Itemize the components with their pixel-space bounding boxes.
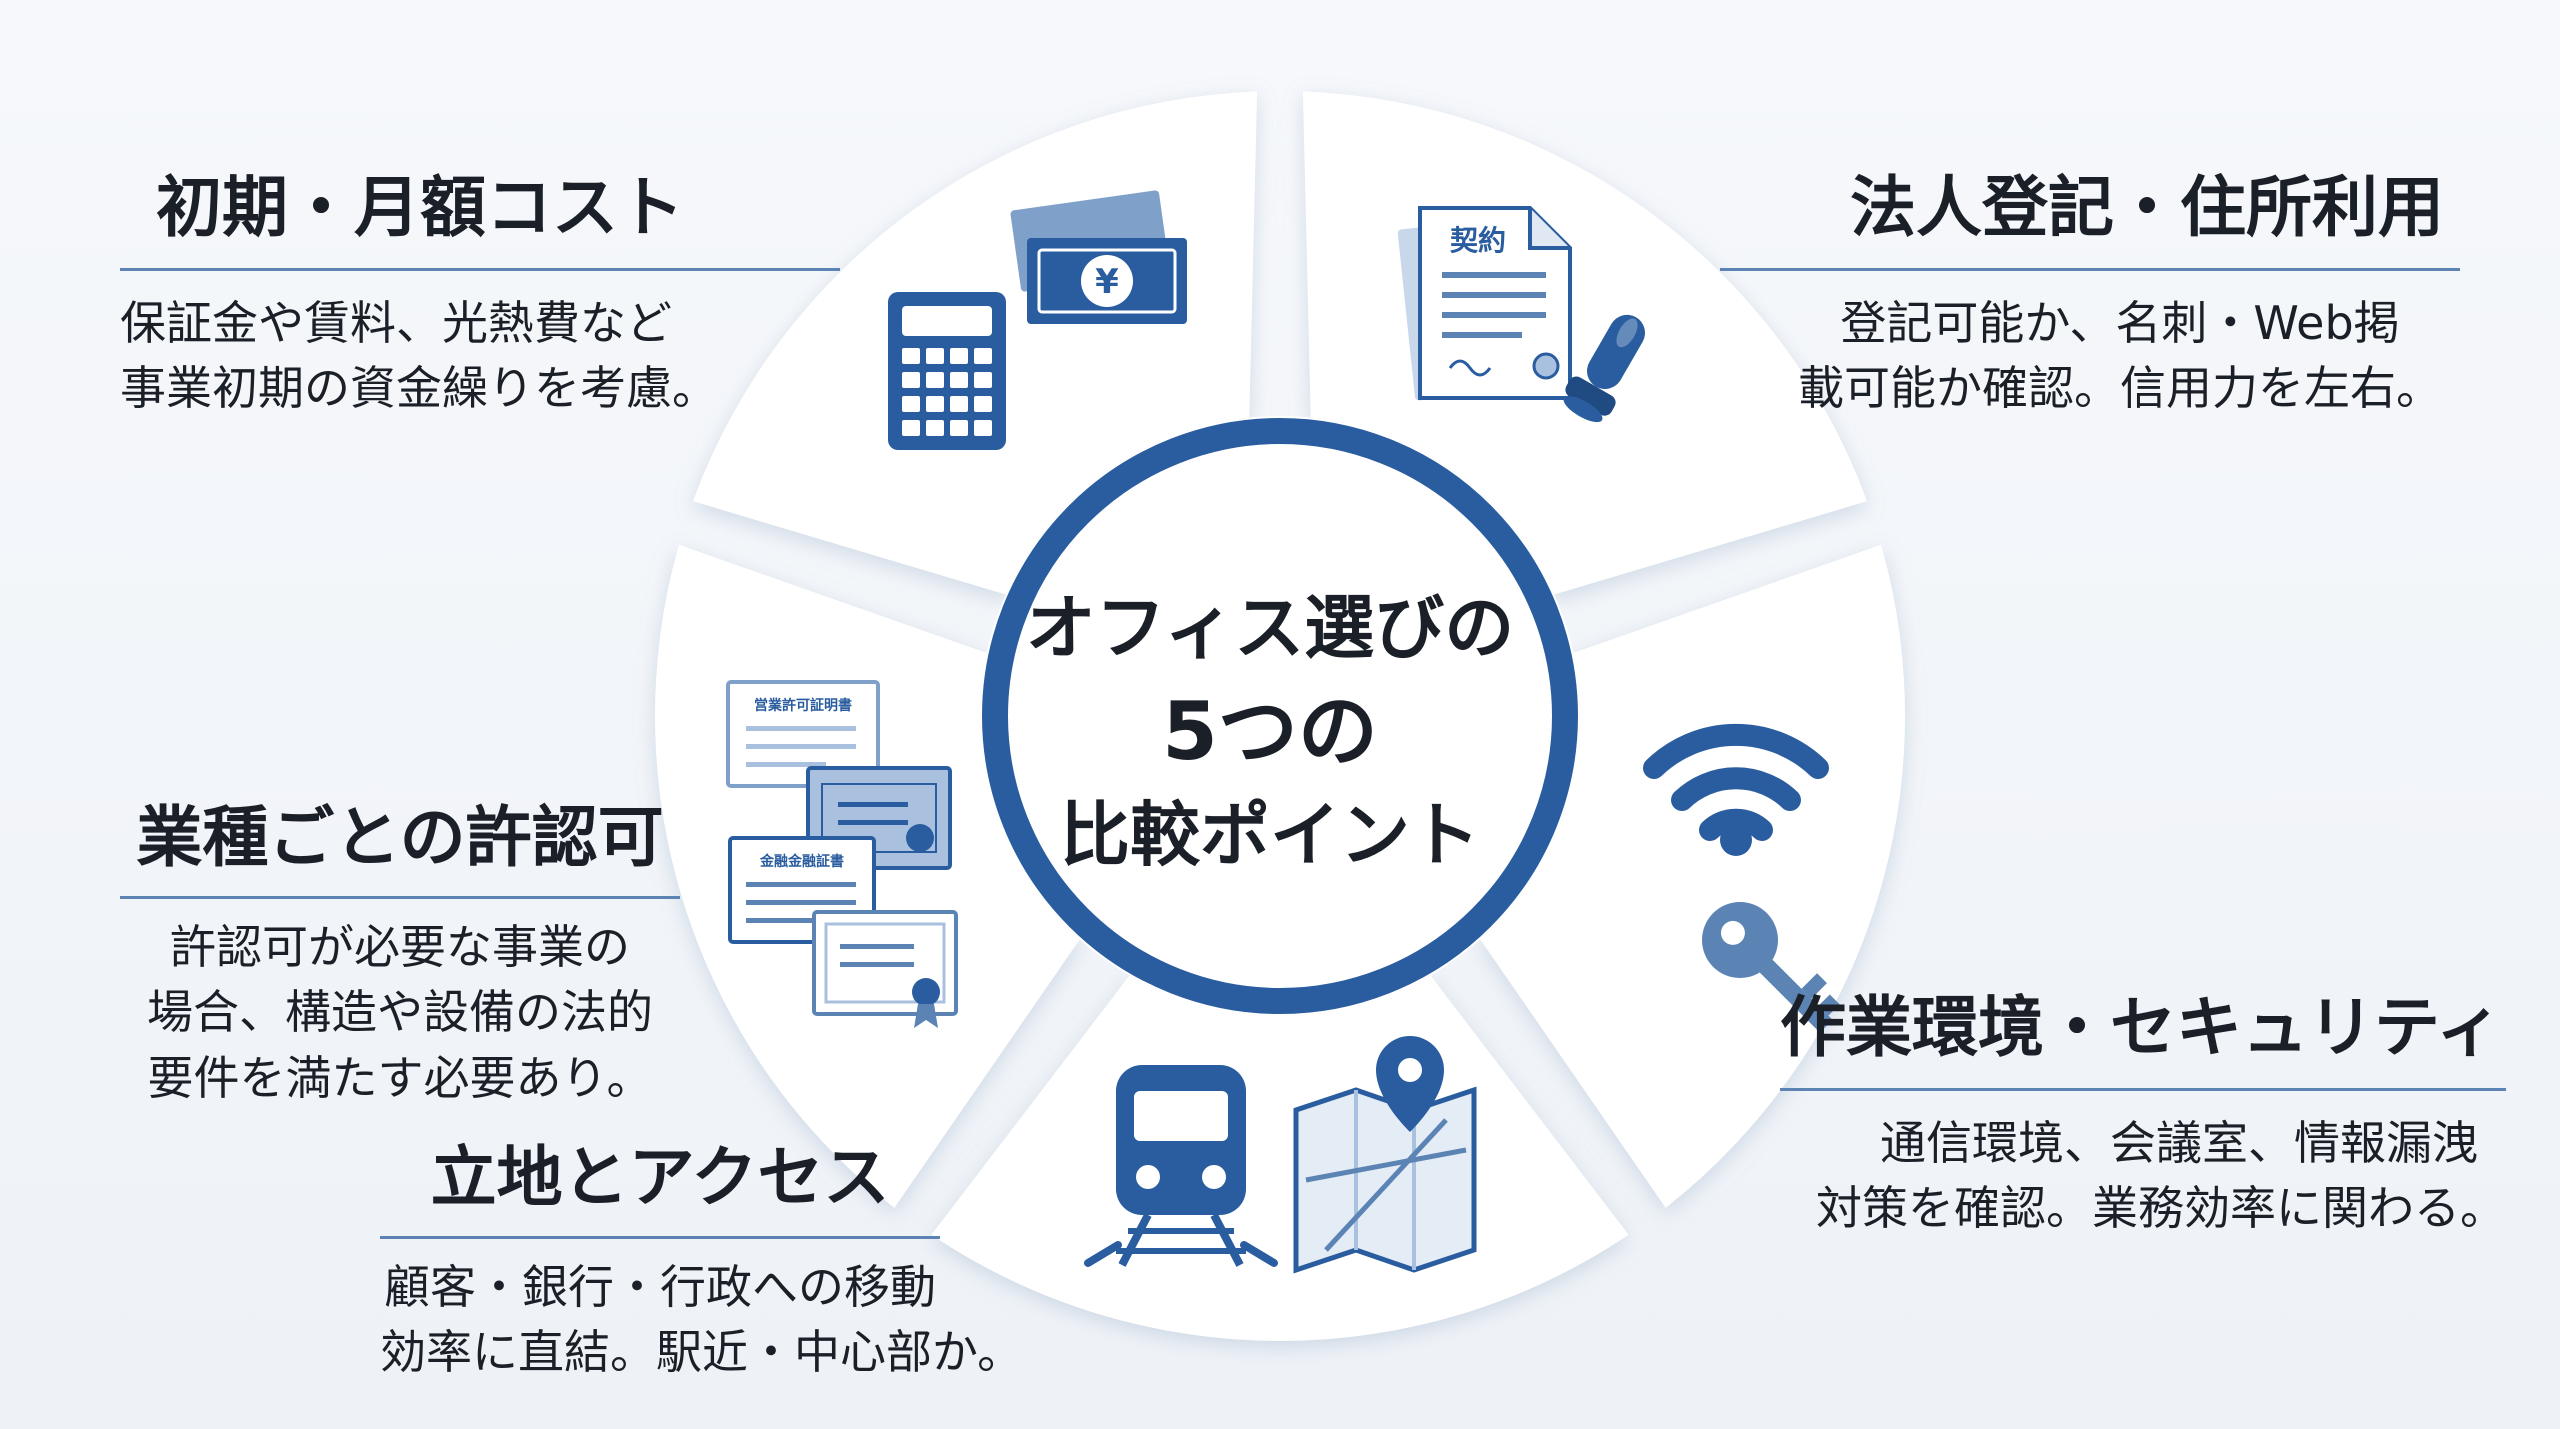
point-title: 作業環境・セキュリティ xyxy=(1780,989,2503,1066)
point-permits: 業種ごとの許認可 許認可が必要な事業の 場合、構造や設備の法的 要件を満たす必要… xyxy=(120,800,680,1111)
center-title: オフィス選びの 5つの 比較ポイント xyxy=(980,580,1560,884)
divider xyxy=(120,267,840,271)
point-desc-line: 事業初期の資金繰りを考慮。 xyxy=(120,361,718,416)
point-title: 法人登記・住所利用 xyxy=(1850,169,2444,246)
divider xyxy=(120,895,680,899)
point-registration: 法人登記・住所利用 登記可能か、名刺・Web掲 載可能か確認。信用力を左右。 xyxy=(1720,170,2460,422)
certificates-icon: 営業許可証明書 金融金融証書 xyxy=(726,680,958,1028)
segment-location xyxy=(931,975,1629,1341)
point-desc-line: 要件を満たす必要あり。 xyxy=(147,1050,653,1105)
point-desc-line: 顧客・銀行・行政への移動 xyxy=(384,1259,936,1314)
key-icon xyxy=(1702,902,1840,1033)
point-initial-cost: 初期・月額コスト 保証金や賃料、光熱費など 事業初期の資金繰りを考慮。 xyxy=(120,169,840,422)
contract-icon: 契約 xyxy=(1397,206,1572,401)
yen-symbol: ¥ xyxy=(1095,262,1119,302)
svg-text:営業許可証明書: 営業許可証明書 xyxy=(754,697,852,714)
point-title: 初期・月額コスト xyxy=(156,169,684,246)
divider xyxy=(1780,1087,2506,1091)
point-description: 顧客・銀行・行政への移動 効率に直結。駅近・中心部か。 xyxy=(380,1255,1024,1386)
center-title-line1: オフィス選びの xyxy=(1025,587,1515,669)
point-desc-line: 効率に直結。駅近・中心部か。 xyxy=(380,1325,1024,1380)
point-desc-line: 通信環境、会議室、情報漏洩 xyxy=(1880,1115,2478,1170)
point-description: 保証金や賃料、光熱費など 事業初期の資金繰りを考慮。 xyxy=(120,291,820,422)
point-work-environment: 作業環境・セキュリティ 通信環境、会議室、情報漏洩 対策を確認。業務効率に関わる… xyxy=(1780,990,2506,1242)
train-icon xyxy=(1084,1065,1278,1267)
point-title: 業種ごとの許認可 xyxy=(136,799,664,876)
point-description: 登記可能か、名刺・Web掲 載可能か確認。信用力を左右。 xyxy=(1720,291,2460,422)
point-desc-line: 対策を確認。業務効率に関わる。 xyxy=(1816,1181,2506,1236)
svg-text:金融金融証書: 金融金融証書 xyxy=(759,853,844,870)
point-desc-line: 許認可が必要な事業の xyxy=(170,919,630,974)
map-icon xyxy=(1293,1035,1477,1274)
point-title: 立地とアクセス xyxy=(430,1139,890,1216)
segment-work-environment xyxy=(1480,544,1905,1208)
point-desc-line: 場合、構造や設備の法的 xyxy=(147,985,653,1040)
svg-text:契約: 契約 xyxy=(1450,224,1506,257)
center-ring-stroke xyxy=(982,418,1578,1014)
point-description: 許認可が必要な事業の 場合、構造や設備の法的 要件を満たす必要あり。 xyxy=(120,915,680,1111)
point-desc-line: 載可能か確認。信用力を左右。 xyxy=(1798,361,2442,416)
point-description: 通信環境、会議室、情報漏洩 対策を確認。業務効率に関わる。 xyxy=(1780,1111,2506,1242)
money-icon: ¥ xyxy=(1010,190,1187,324)
wifi-icon xyxy=(1643,723,1829,856)
point-location: 立地とアクセス 顧客・銀行・行政への移動 効率に直結。駅近・中心部か。 xyxy=(380,1139,1024,1386)
divider xyxy=(1720,267,2460,271)
point-desc-line: 保証金や賃料、光熱費など xyxy=(120,295,672,350)
center-inner-circle xyxy=(1012,448,1548,984)
calculator-icon xyxy=(888,292,1006,450)
stamp-icon xyxy=(1563,314,1645,423)
point-desc-line: 登記可能か、名刺・Web掲 xyxy=(1840,295,2400,350)
center-ring xyxy=(980,416,1580,1016)
divider xyxy=(380,1235,940,1239)
center-title-line2: 5つの xyxy=(1162,684,1378,778)
center-title-line3: 比較ポイント xyxy=(1060,793,1480,876)
